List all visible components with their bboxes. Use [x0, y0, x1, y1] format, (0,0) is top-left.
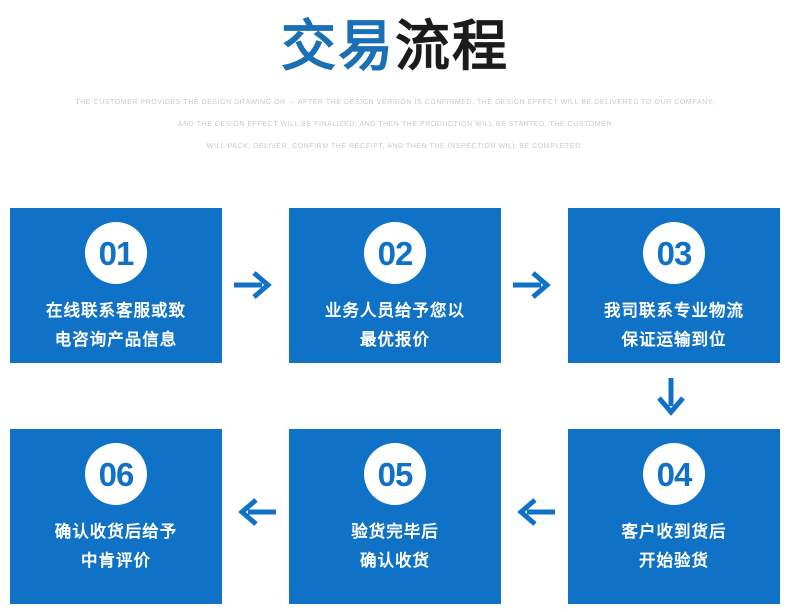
step-text-01: 在线联系客服或致 电咨询产品信息 [10, 296, 222, 354]
step-text-06-line-1: 确认收货后给予 [54, 522, 178, 541]
step-card-04: 04 客户收到货后 开始验货 [568, 429, 780, 604]
arrow-right-icon [232, 266, 278, 309]
page-header: 交易流程 THE CUSTOMER PROVIDES THE DESIGN DR… [0, 0, 790, 158]
step-number-badge-06: 06 [85, 443, 147, 505]
step-text-06-line-2: 中肯评价 [81, 551, 151, 570]
page-title: 交易流程 [0, 15, 790, 77]
step-number-badge-05: 05 [364, 443, 426, 505]
step-number-05: 05 [377, 455, 414, 493]
step-text-05: 验货完毕后 确认收货 [289, 517, 501, 575]
step-number-badge-01: 01 [85, 222, 147, 284]
step-number-03: 03 [656, 234, 693, 272]
step-text-02-line-2: 最优报价 [360, 330, 430, 349]
step-text-01-line-1: 在线联系客服或致 [46, 301, 186, 320]
step-text-03-line-2: 保证运输到位 [621, 330, 727, 349]
arrow-left-icon [511, 493, 557, 536]
page-title-primary: 交易 [280, 15, 395, 77]
step-text-04-line-1: 客户收到货后 [621, 522, 727, 541]
step-card-06: 06 确认收货后给予 中肯评价 [10, 429, 222, 604]
step-card-03: 03 我司联系专业物流 保证运输到位 [568, 208, 780, 363]
step-number-badge-03: 03 [643, 222, 705, 284]
subtitle-line-2: AND THE DESIGN EFFECT WILL BE FINALIZED,… [177, 120, 613, 128]
step-number-02: 02 [377, 234, 414, 272]
step-text-05-line-1: 验货完毕后 [351, 522, 439, 541]
page-title-secondary: 流程 [395, 15, 510, 77]
step-text-04-line-2: 开始验货 [639, 551, 709, 570]
step-text-04: 客户收到货后 开始验货 [568, 517, 780, 575]
step-number-06: 06 [98, 455, 135, 493]
step-text-02-line-1: 业务人员给予您以 [325, 301, 465, 320]
step-text-05-line-2: 确认收货 [360, 551, 430, 570]
step-card-02: 02 业务人员给予您以 最优报价 [289, 208, 501, 363]
process-flow: 01 在线联系客服或致 电咨询产品信息 02 业务人员给予您以 最优报价 03 … [0, 208, 790, 612]
step-number-badge-04: 04 [643, 443, 705, 505]
step-text-03: 我司联系专业物流 保证运输到位 [568, 296, 780, 354]
subtitle-line-3: WILL PACK, DELIVER, CONFIRM THE RECEIPT,… [206, 142, 584, 150]
subtitle-line-1: THE CUSTOMER PROVIDES THE DESIGN DRAWING… [75, 98, 715, 106]
step-number-badge-02: 02 [364, 222, 426, 284]
page-subtitle: THE CUSTOMER PROVIDES THE DESIGN DRAWING… [0, 92, 790, 158]
arrow-left-icon [232, 493, 278, 536]
step-number-04: 04 [656, 455, 693, 493]
step-text-02: 业务人员给予您以 最优报价 [289, 296, 501, 354]
arrow-down-icon [652, 376, 690, 427]
step-card-01: 01 在线联系客服或致 电咨询产品信息 [10, 208, 222, 363]
step-number-01: 01 [98, 234, 135, 272]
arrow-right-icon [511, 266, 557, 309]
step-text-01-line-2: 电咨询产品信息 [54, 330, 178, 349]
step-text-03-line-1: 我司联系专业物流 [604, 301, 744, 320]
step-card-05: 05 验货完毕后 确认收货 [289, 429, 501, 604]
step-text-06: 确认收货后给予 中肯评价 [10, 517, 222, 575]
